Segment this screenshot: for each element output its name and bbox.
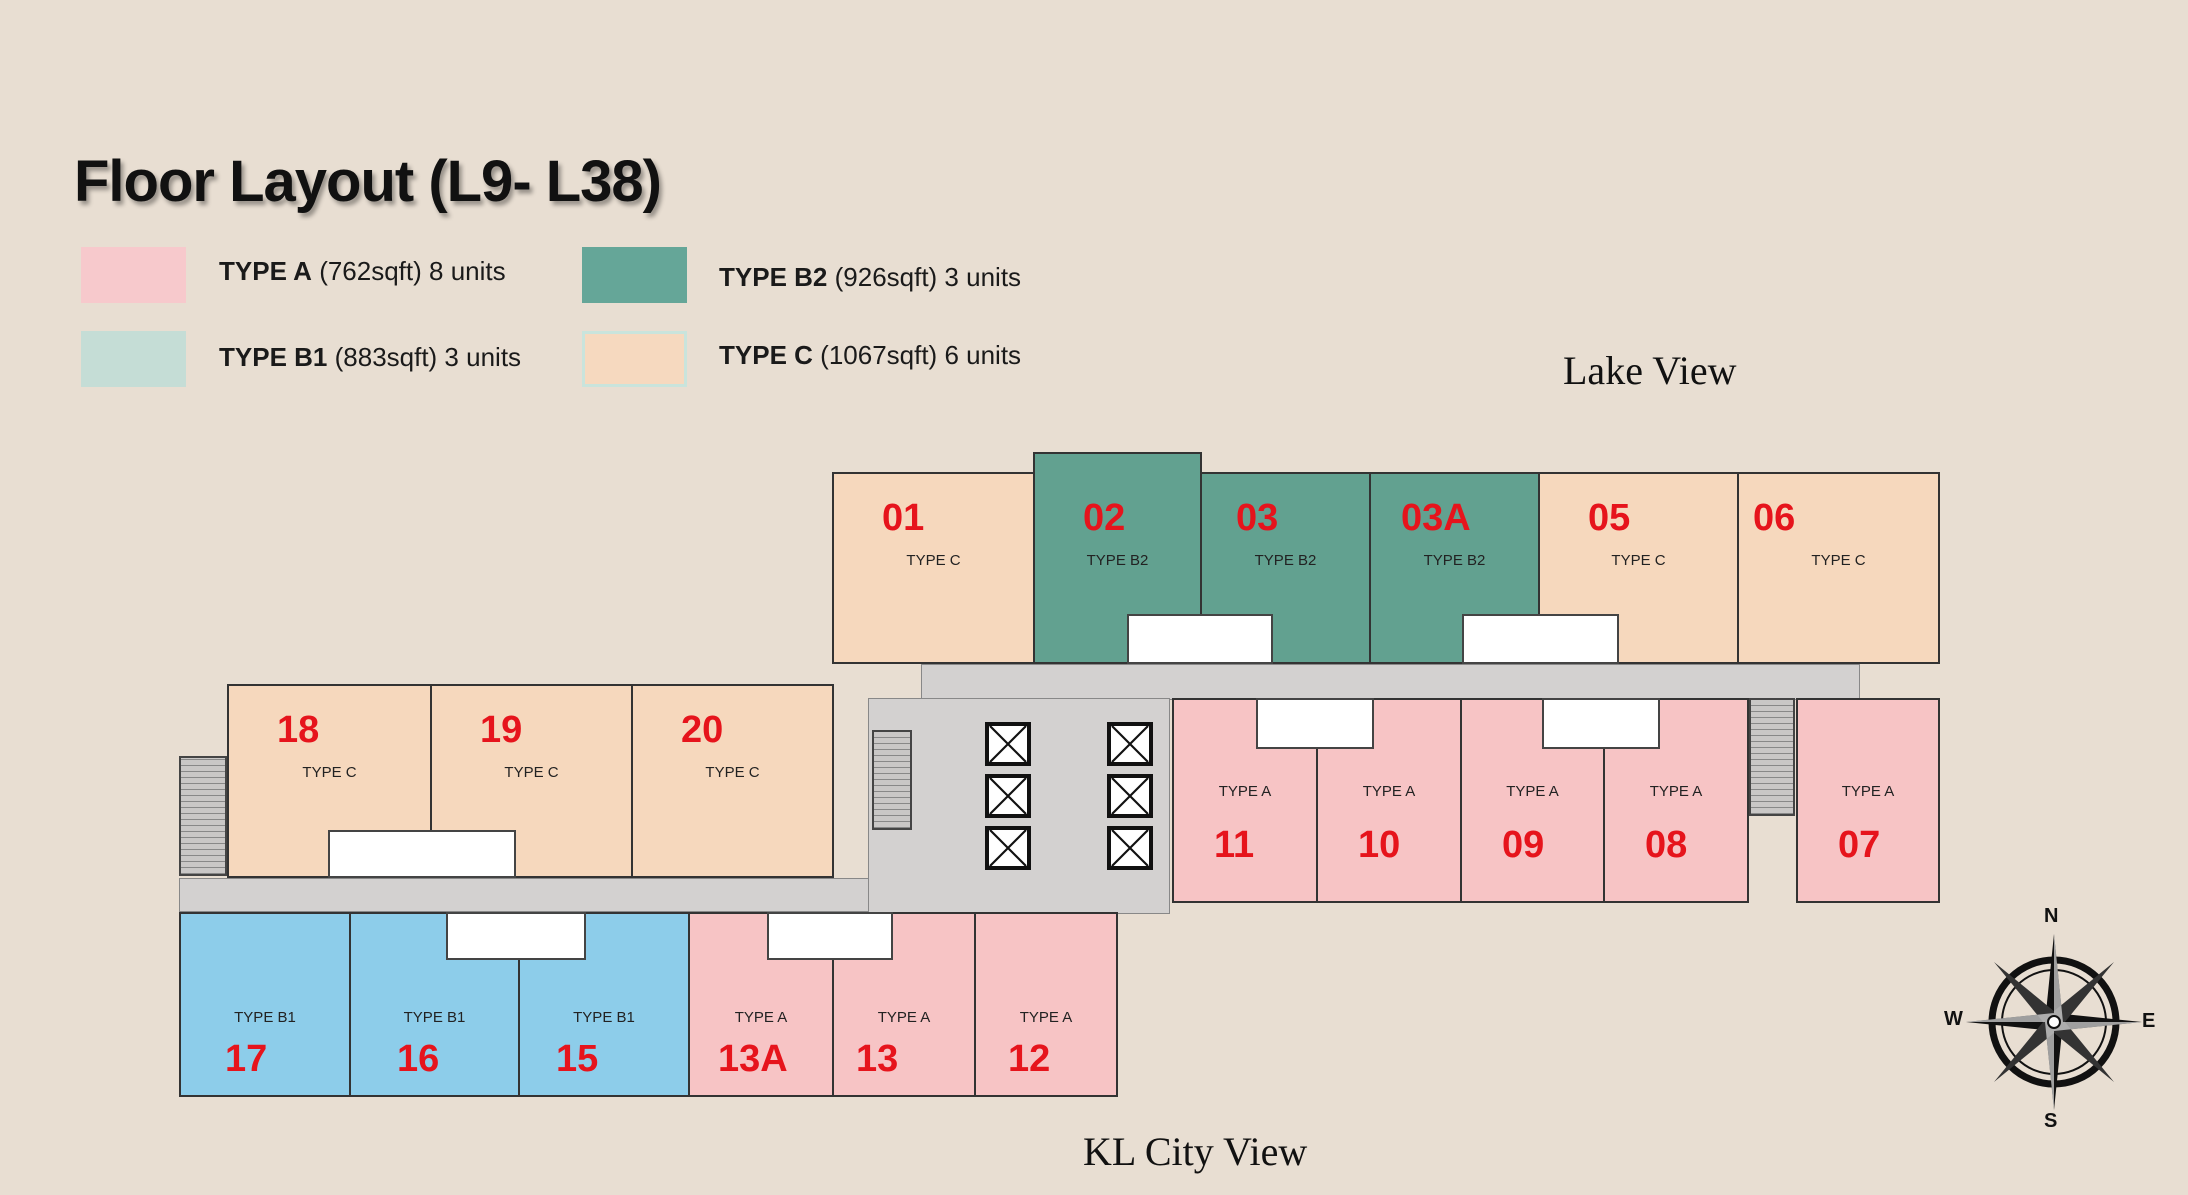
page-title: Floor Layout (L9- L38) — [74, 149, 662, 214]
lake-view-label: Lake View — [1563, 348, 1737, 393]
unit-number: 05 — [1588, 497, 1631, 539]
unit-08[interactable]: TYPE A 08 — [1603, 698, 1749, 903]
legend-item-type-b2: TYPE B2 (926sqft) 3 units — [719, 262, 1021, 293]
compass-east: E — [2142, 1010, 2156, 1032]
unit-type: TYPE C — [705, 764, 760, 781]
unit-type: TYPE A — [1362, 783, 1416, 800]
core-staircase — [872, 730, 912, 830]
unit-type: TYPE C — [302, 764, 357, 781]
unit-number: 19 — [480, 709, 523, 751]
unit-type: TYPE B2 — [1254, 552, 1317, 569]
legend-swatch-type-b2 — [582, 247, 687, 303]
unit-12[interactable]: TYPE A 12 — [974, 912, 1118, 1097]
unit-type: TYPE C — [1811, 552, 1866, 569]
unit-type: TYPE C — [906, 552, 961, 569]
lightwell — [1127, 614, 1273, 664]
legend-detail: (926sqft) 3 units — [834, 262, 1022, 292]
unit-number: 18 — [277, 709, 320, 751]
unit-number: 13 — [856, 1038, 899, 1080]
unit-17[interactable]: TYPE B1 17 — [179, 912, 351, 1097]
legend-swatch-type-a — [81, 247, 186, 303]
unit-number: 03 — [1236, 497, 1279, 539]
unit-number: 07 — [1838, 824, 1881, 866]
unit-number: 11 — [1214, 824, 1255, 866]
compass-rose-icon — [1966, 934, 2142, 1110]
lift-icon — [1107, 774, 1153, 818]
legend-detail: (883sqft) 3 units — [334, 342, 522, 372]
east-staircase — [1749, 698, 1795, 816]
unit-type: TYPE A — [1841, 783, 1895, 800]
unit-number: 08 — [1645, 824, 1688, 866]
unit-type: TYPE B2 — [1086, 552, 1149, 569]
lift-icon — [985, 826, 1031, 870]
unit-number: 17 — [225, 1038, 268, 1080]
kl-city-view-label: KL City View — [1083, 1129, 1308, 1174]
legend-item-type-c: TYPE C (1067sqft) 6 units — [719, 340, 1021, 371]
unit-type: TYPE B1 — [403, 1009, 466, 1026]
legend-type: TYPE B2 — [719, 262, 828, 292]
lightwell — [328, 830, 516, 878]
lift-icon — [985, 774, 1031, 818]
unit-type: TYPE C — [504, 764, 559, 781]
unit-number: 12 — [1008, 1038, 1051, 1080]
legend-item-type-a: TYPE A (762sqft) 8 units — [219, 256, 506, 287]
unit-type: TYPE A — [1019, 1009, 1073, 1026]
unit-number: 16 — [397, 1038, 440, 1080]
legend-detail: (762sqft) 8 units — [319, 256, 506, 286]
unit-number: 02 — [1083, 497, 1126, 539]
west-staircase — [179, 756, 227, 876]
lightwell — [446, 912, 586, 960]
lift-icon — [1107, 826, 1153, 870]
unit-number: 15 — [556, 1038, 599, 1080]
legend-swatch-type-c — [582, 331, 687, 387]
unit-type: TYPE B1 — [573, 1009, 635, 1026]
unit-number: 10 — [1358, 824, 1401, 866]
legend-detail: (1067sqft) 6 units — [820, 340, 1022, 370]
unit-type: TYPE A — [1506, 783, 1559, 800]
legend-item-type-b1: TYPE B1 (883sqft) 3 units — [219, 342, 521, 373]
lightwell — [767, 912, 893, 960]
unit-09[interactable]: TYPE A 09 — [1460, 698, 1605, 903]
lightwell — [1542, 698, 1660, 749]
lightwell — [1256, 698, 1374, 749]
legend-type: TYPE A — [219, 256, 312, 286]
top-corridor — [921, 664, 1860, 700]
unit-type: TYPE B1 — [234, 1009, 296, 1026]
unit-type: TYPE A — [1218, 783, 1272, 800]
lightwell — [1462, 614, 1619, 664]
compass-west: W — [1944, 1008, 1963, 1030]
lift-icon — [985, 722, 1031, 766]
unit-number: 13A — [718, 1038, 788, 1080]
unit-type: TYPE A — [877, 1009, 931, 1026]
unit-type: TYPE A — [1649, 783, 1703, 800]
legend-swatch-type-b1 — [81, 331, 186, 387]
unit-number: 03A — [1401, 497, 1471, 539]
lift-icon — [1107, 722, 1153, 766]
unit-number: 20 — [681, 709, 724, 751]
compass-north: N — [2044, 905, 2059, 927]
legend-type: TYPE C — [719, 340, 813, 370]
unit-type: TYPE A — [734, 1009, 788, 1026]
unit-number: 06 — [1753, 497, 1796, 539]
unit-number: 01 — [882, 497, 925, 539]
unit-number: 09 — [1502, 824, 1545, 866]
unit-type: TYPE B2 — [1423, 552, 1486, 569]
legend-type: TYPE B1 — [219, 342, 328, 372]
unit-07[interactable]: TYPE A 07 — [1796, 698, 1940, 903]
compass-south: S — [2044, 1110, 2058, 1132]
unit-type: TYPE C — [1611, 552, 1666, 569]
